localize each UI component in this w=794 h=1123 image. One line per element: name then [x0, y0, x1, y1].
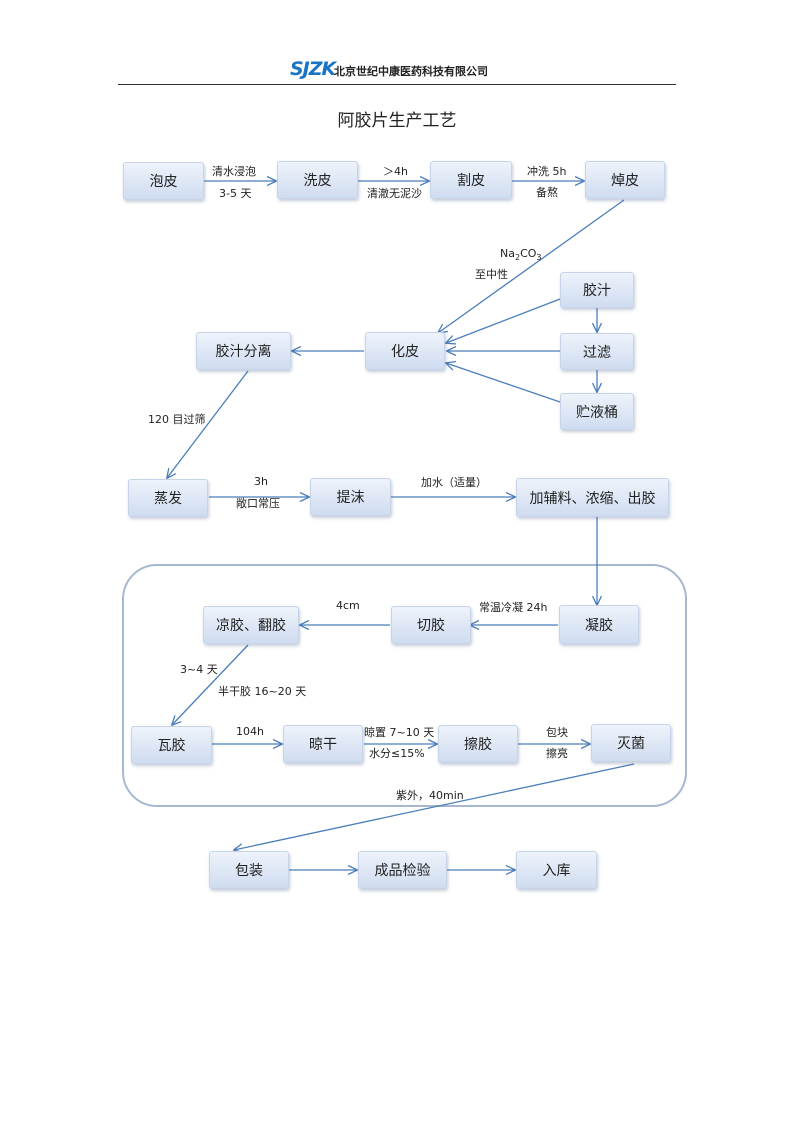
- node-ruku: 入库: [516, 851, 597, 889]
- label-3h: 3h: [254, 475, 268, 488]
- label-guoshai: 120 目过筛: [148, 413, 206, 426]
- label-baokuai: 包块: [546, 726, 568, 739]
- arrow-zhuyetong-huapi: [446, 363, 561, 403]
- node-jiaozhi: 胶汁: [560, 272, 634, 308]
- label-ziwai: 紫外，40min: [396, 789, 464, 802]
- node-jiaozhifenli: 胶汁分离: [196, 332, 291, 370]
- label-caliang: 擦亮: [546, 747, 568, 760]
- node-baozhuang: 包装: [209, 851, 289, 889]
- node-miejun: 灭菌: [591, 724, 671, 762]
- node-liangjiao: 凉胶、翻胶: [203, 606, 299, 644]
- drying-stage-group: [122, 564, 687, 807]
- label-104h: 104h: [236, 725, 264, 738]
- node-guolv: 过滤: [560, 333, 634, 370]
- node-qiejiao: 切胶: [391, 606, 471, 644]
- label-chongxi: 冲洗 5h: [527, 165, 567, 178]
- node-cajiao: 擦胶: [438, 725, 518, 763]
- node-jiafuliao: 加辅料、浓缩、出胶: [516, 478, 669, 517]
- node-paopi: 泡皮: [123, 162, 204, 200]
- label-34days: 3~4 天: [180, 663, 218, 676]
- node-xipi: 洗皮: [277, 161, 358, 199]
- company-logo: SJZK: [290, 58, 336, 80]
- company-name: 北京世纪中康医药科技有限公司: [334, 65, 488, 78]
- node-wajiao: 瓦胶: [131, 726, 212, 764]
- node-zhengfa: 蒸发: [128, 479, 208, 517]
- arrow-miejun-baozhuang: [234, 763, 635, 850]
- label-liangzhi: 晾置 7~10 天: [364, 726, 435, 739]
- label-changkou: 敞口常压: [236, 497, 280, 510]
- arrow-liangjiao-wajiao: [172, 644, 249, 725]
- label-bangan: 半干胶 16~20 天: [218, 685, 307, 698]
- page-title: 阿胶片生产工艺: [337, 111, 457, 131]
- label-na2co3: Na2CO3: [500, 247, 542, 263]
- label-gt4h: ＞4h: [383, 165, 408, 178]
- arrow-jiaozhifenli-zhengfa: [167, 370, 249, 478]
- node-gepi: 割皮: [430, 161, 512, 199]
- label-jiashui: 加水（适量）: [421, 476, 487, 489]
- label-4cm: 4cm: [336, 599, 360, 612]
- label-zhizhongxing: 至中性: [475, 268, 508, 281]
- node-timo: 提沫: [310, 478, 391, 516]
- node-zhuopi: 焯皮: [585, 161, 665, 199]
- node-ningjiao: 凝胶: [559, 605, 639, 644]
- arrow-zhuopi-huapi: [438, 199, 625, 333]
- node-zhuyetong: 贮液桶: [560, 393, 634, 430]
- node-lianggan: 晾干: [283, 725, 363, 763]
- label-shuifen: 水分≤15%: [369, 747, 425, 760]
- label-qingche: 清澈无泥沙: [367, 187, 422, 200]
- label-qingshui-days: 3-5 天: [219, 187, 252, 200]
- arrow-jiaozhi-huapi: [446, 298, 561, 343]
- page-header: SJZK 北京世纪中康医药科技有限公司: [118, 56, 676, 85]
- node-chengpinjianyan: 成品检验: [358, 851, 447, 889]
- label-qingshui: 清水浸泡: [212, 165, 256, 178]
- node-huapi: 化皮: [365, 332, 445, 370]
- label-beiao: 备熬: [536, 186, 558, 199]
- label-changwen: 常温冷凝 24h: [479, 601, 548, 614]
